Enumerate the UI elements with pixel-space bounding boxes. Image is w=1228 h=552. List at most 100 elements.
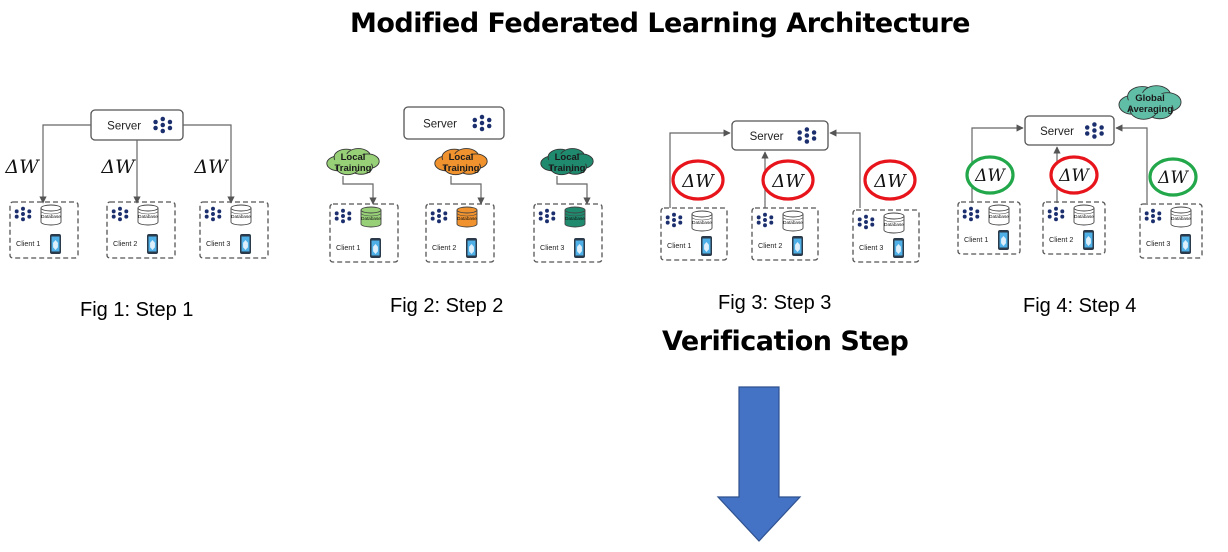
- fig2-caption: Fig 2: Step 2: [390, 295, 504, 317]
- database-label: Database: [1074, 214, 1094, 219]
- client-box: [957, 201, 1021, 255]
- delta-ring-rejected: [671, 159, 725, 201]
- database-label: Database: [692, 220, 712, 225]
- server-label: Server: [423, 119, 457, 131]
- server-label: Server: [750, 131, 784, 143]
- connector-arrow: [1115, 124, 1148, 203]
- cloud-label-line2: Averaging: [1127, 104, 1173, 115]
- neural-net-icon: [962, 206, 980, 222]
- neural-net-icon: [857, 214, 875, 230]
- database-icon: Database: [360, 206, 382, 228]
- connector-arrow: [183, 124, 235, 204]
- delta-ring-rejected: [761, 159, 815, 201]
- cloud-label-line1: Global: [1135, 93, 1165, 104]
- client-box: [9, 201, 79, 259]
- client-label: Client 1: [964, 235, 988, 244]
- phone-icon: [701, 236, 712, 256]
- client-label: Client 1: [16, 239, 40, 248]
- delta-ring-accepted: [1148, 157, 1198, 197]
- phone-icon: [466, 238, 477, 258]
- client-box: [199, 201, 269, 259]
- fig4-caption: Fig 4: Step 4: [1023, 295, 1137, 317]
- client-label: Client 3: [540, 243, 564, 252]
- server-box: [1024, 115, 1115, 146]
- phone-icon: [574, 238, 585, 258]
- delta-w-label: ΔW: [873, 171, 907, 192]
- database-icon: Database: [782, 210, 804, 232]
- client-box: [660, 207, 728, 261]
- cloud-label-line2: Training: [335, 163, 372, 174]
- client-box: [1042, 201, 1106, 255]
- server-node: Server: [731, 120, 829, 151]
- neural-net-icon: [14, 206, 32, 222]
- neural-net-icon: [153, 116, 173, 134]
- database-label: Database: [1171, 216, 1191, 221]
- neural-net-icon: [334, 208, 352, 224]
- database-icon: Database: [883, 212, 905, 234]
- delta-w-label: ΔW: [100, 156, 136, 178]
- client-label: Client 2: [113, 239, 137, 248]
- delta-w-label: ΔW: [681, 171, 715, 192]
- database-label: Database: [457, 216, 477, 221]
- client-box: [751, 207, 819, 261]
- database-label: Database: [138, 214, 158, 219]
- client-label: Client 1: [667, 241, 691, 250]
- client-box: [425, 203, 495, 263]
- neural-net-icon: [1047, 206, 1065, 222]
- client-label: Client 3: [859, 243, 883, 252]
- phone-icon: [240, 234, 251, 254]
- database-icon: Database: [40, 204, 62, 226]
- connector-arrow: [829, 129, 861, 208]
- page-title: Modified Federated Learning Architecture: [350, 8, 970, 39]
- cloud-label-line2: Training: [443, 163, 480, 174]
- cloud-label-line1: Local: [449, 152, 474, 163]
- client-box: [1139, 203, 1203, 259]
- neural-net-icon: [756, 212, 774, 228]
- database-label: Database: [41, 214, 61, 219]
- phone-icon: [147, 234, 158, 254]
- client-box: [329, 203, 399, 263]
- server-label: Server: [1040, 126, 1074, 138]
- neural-net-icon: [204, 206, 222, 222]
- connector-arrow: [450, 176, 485, 205]
- client-label: Client 3: [1146, 239, 1170, 248]
- client-box: [533, 203, 603, 263]
- verification-down-arrow: [716, 386, 802, 542]
- neural-net-icon: [665, 212, 683, 228]
- client-label: Client 2: [758, 241, 782, 250]
- database-icon: Database: [988, 204, 1010, 226]
- phone-icon: [1083, 230, 1094, 250]
- database-label: Database: [361, 216, 381, 221]
- neural-net-icon: [538, 208, 556, 224]
- delta-w-label: ΔW: [193, 156, 229, 178]
- phone-icon: [893, 238, 904, 258]
- client-box: [106, 201, 176, 259]
- database-icon: Database: [564, 206, 586, 228]
- neural-net-icon: [1084, 122, 1104, 139]
- cloud-label-line1: Local: [341, 152, 366, 163]
- server-box: [731, 120, 829, 151]
- cloud-label-line1: Local: [555, 152, 580, 163]
- delta-w-label: ΔW: [1157, 168, 1189, 188]
- client-label: Client 2: [432, 243, 456, 252]
- database-label: Database: [231, 214, 251, 219]
- database-label: Database: [565, 216, 585, 221]
- phone-icon: [1180, 234, 1191, 254]
